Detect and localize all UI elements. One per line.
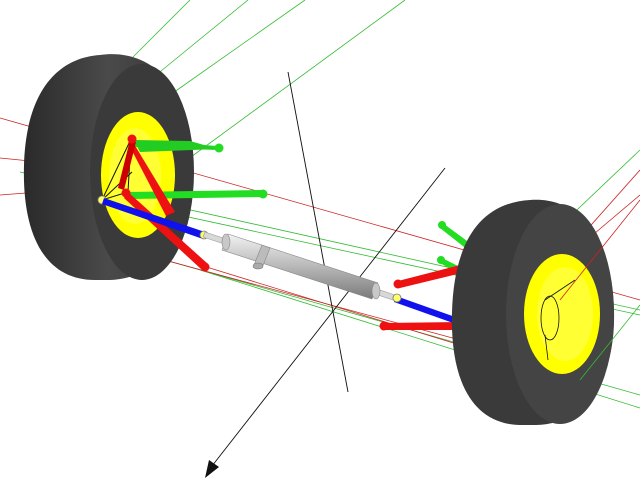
left-red-joint-end <box>200 262 210 272</box>
right-lower-green-joint <box>437 256 445 264</box>
left-upper-arm-rear <box>134 140 218 152</box>
right-hub-outline <box>540 295 560 341</box>
left-tie-rod <box>102 198 205 239</box>
steering-rack <box>202 231 396 301</box>
green-line <box>579 304 640 381</box>
vertical-axis-line <box>287 71 349 393</box>
right-hub-line <box>544 334 549 361</box>
diagonal-axis-line <box>211 167 446 467</box>
green-line <box>179 0 406 166</box>
left-suspension <box>102 134 268 272</box>
right-tie-rod-joint <box>392 293 402 303</box>
right-red-joint-lower <box>379 321 389 331</box>
green-line <box>131 0 191 59</box>
right-red-joint-upper <box>393 279 403 289</box>
left-red-arm-upper <box>128 139 175 216</box>
right-wheel-assembly <box>451 199 615 425</box>
rack-end-right <box>371 282 381 300</box>
right-red-arm-lower <box>384 322 460 330</box>
arrowhead-icon <box>205 460 219 478</box>
left-red-joint-mid <box>121 188 131 198</box>
left-red-arm-cross <box>118 140 136 190</box>
right-hub-line <box>544 279 576 301</box>
rack-housing <box>221 233 379 300</box>
left-rim-inner <box>109 128 161 224</box>
rack-end-left <box>221 233 231 251</box>
left-red-joint-top <box>127 134 137 144</box>
red-line <box>199 264 461 346</box>
left-lower-green-joint <box>258 189 268 199</box>
green-line <box>169 0 306 96</box>
left-red-arm-lower <box>124 192 208 269</box>
red-line <box>559 199 640 301</box>
right-upper-green-joint <box>438 221 446 229</box>
green-line <box>149 0 249 81</box>
foreground-lines <box>559 199 640 381</box>
right-tie-rod <box>394 296 458 324</box>
left-wheel-assembly <box>23 54 194 280</box>
right-rim-inner <box>537 267 593 361</box>
rack-pinion-cap <box>252 262 264 270</box>
left-upper-arm-joint <box>214 143 224 153</box>
right-red-arm-upper <box>398 263 470 288</box>
